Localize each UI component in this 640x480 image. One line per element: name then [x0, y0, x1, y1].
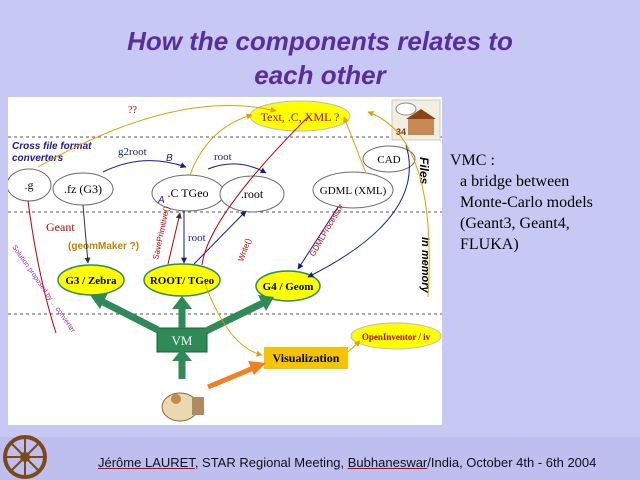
g4-geom-label: G4 / Geom — [263, 281, 314, 293]
footer-city: Bubhaneswar — [347, 455, 428, 470]
gdml-to-g4-arrow — [297, 206, 339, 270]
svg-text:34: 34 — [396, 127, 406, 137]
title-line-1: How the components relates to — [127, 26, 513, 56]
root-mid-label: root — [188, 232, 206, 244]
vmc-description: VMC : a bridge between Monte-Carlo model… — [450, 150, 635, 255]
vm-to-g4-head — [258, 295, 274, 311]
letter-b: B — [166, 153, 173, 164]
cad-file-node — [362, 145, 416, 173]
cross-file-label-1: Cross file format — [12, 141, 92, 152]
user-to-vis-arrow — [207, 364, 257, 390]
g-file-label: .g — [25, 178, 34, 192]
vm-to-root-head — [172, 296, 192, 309]
files-label: Files — [417, 157, 431, 185]
fz-file-label: .fz (G3) — [64, 182, 102, 196]
user-to-vm-head — [172, 349, 192, 361]
footer-meeting: , STAR Regional Meeting, — [194, 455, 348, 470]
saveprimitive-label: SavePrimitive() — [151, 205, 171, 260]
question-label: ?? — [128, 105, 137, 116]
g2root-label: g2root — [118, 146, 147, 158]
root-write-arrow — [207, 163, 267, 174]
vmc-line-1: VMC : — [450, 152, 495, 169]
fz-to-g3-arrow — [82, 204, 91, 264]
footer-band — [0, 437, 640, 480]
in-memory-label: In memory — [419, 237, 431, 294]
qq-arrow — [37, 104, 277, 168]
footer-author: Jérôme LAURET — [98, 455, 195, 470]
vmc-line-5: FLUKA) — [460, 236, 519, 253]
visualization-node — [264, 347, 348, 369]
footer-text: Jérôme LAURET, STAR Regional Meeting, Bu… — [98, 455, 596, 470]
title-line-2: each other — [254, 60, 386, 90]
openinventor-node — [350, 322, 442, 350]
vm-to-g3-arrow — [101, 298, 160, 334]
letter-a: A — [157, 195, 165, 206]
people-clipart: 34 — [391, 99, 441, 141]
root-file-label: .root — [241, 187, 264, 201]
diagram-panel: Text, .C, XML ? ?? 34 Cross file format … — [6, 97, 442, 425]
root-to-file-arrow — [193, 210, 247, 265]
g3-zebra-label: G3 / Zebra — [65, 275, 117, 287]
ctgeo-file-label: .C TGeo — [167, 186, 208, 200]
g2root-arrow — [102, 160, 187, 173]
gdmlprocessor-label: GDMLProcessor — [308, 202, 346, 258]
ctgeo-to-text-arrow — [189, 113, 253, 176]
components-diagram: Text, .C, XML ? ?? 34 Cross file format … — [6, 99, 442, 422]
user-clipart — [161, 392, 204, 422]
vm-to-g3-head — [90, 293, 108, 309]
left-conversion-line — [27, 200, 57, 334]
gdml-file-label: GDML (XML) — [320, 185, 387, 197]
user-to-vis-head — [248, 361, 266, 375]
gdml-file-node — [312, 171, 394, 209]
root-top-label: root — [214, 151, 232, 163]
vm-label: VM — [172, 333, 193, 348]
text-to-gdml-arrow — [343, 116, 367, 174]
page-title: How the components relates to each other — [40, 24, 600, 92]
vmc-line-2: a bridge between — [460, 173, 570, 190]
vis-to-oi-arrow — [347, 340, 361, 353]
wheel-logo — [3, 435, 47, 479]
root-tgeo-label: ROOT/ TGeo — [150, 275, 215, 287]
root-to-vis-arrow — [203, 280, 263, 357]
g4-geom-node — [255, 270, 321, 302]
cross-file-label-2: converters — [12, 153, 64, 164]
saveprimitive-arrow — [167, 212, 182, 265]
text-c-xml-label: Text, .C, XML ? — [261, 110, 340, 124]
right-yellow-arrow — [367, 110, 430, 298]
cad-to-g4-arrow — [307, 144, 410, 278]
visualization-label: Visualization — [273, 351, 340, 365]
footer-date: /India, October 4th - 6th 2004 — [427, 455, 597, 470]
openinventor-label: OpenInventor / iv — [362, 332, 431, 342]
geommaker-label: (geomMaker ?) — [68, 241, 139, 252]
vm-to-g4-arrow — [204, 299, 265, 335]
geant-label: Geant — [46, 220, 75, 234]
vmc-line-4: (Geant3, Geant4, — [460, 215, 570, 232]
vmc-line-3: Monte-Carlo models — [460, 194, 593, 211]
write-label: Write() — [236, 237, 253, 263]
cad-file-label: CAD — [377, 154, 400, 166]
xml-to-root-line — [201, 116, 309, 266]
root-file-node — [219, 175, 285, 213]
